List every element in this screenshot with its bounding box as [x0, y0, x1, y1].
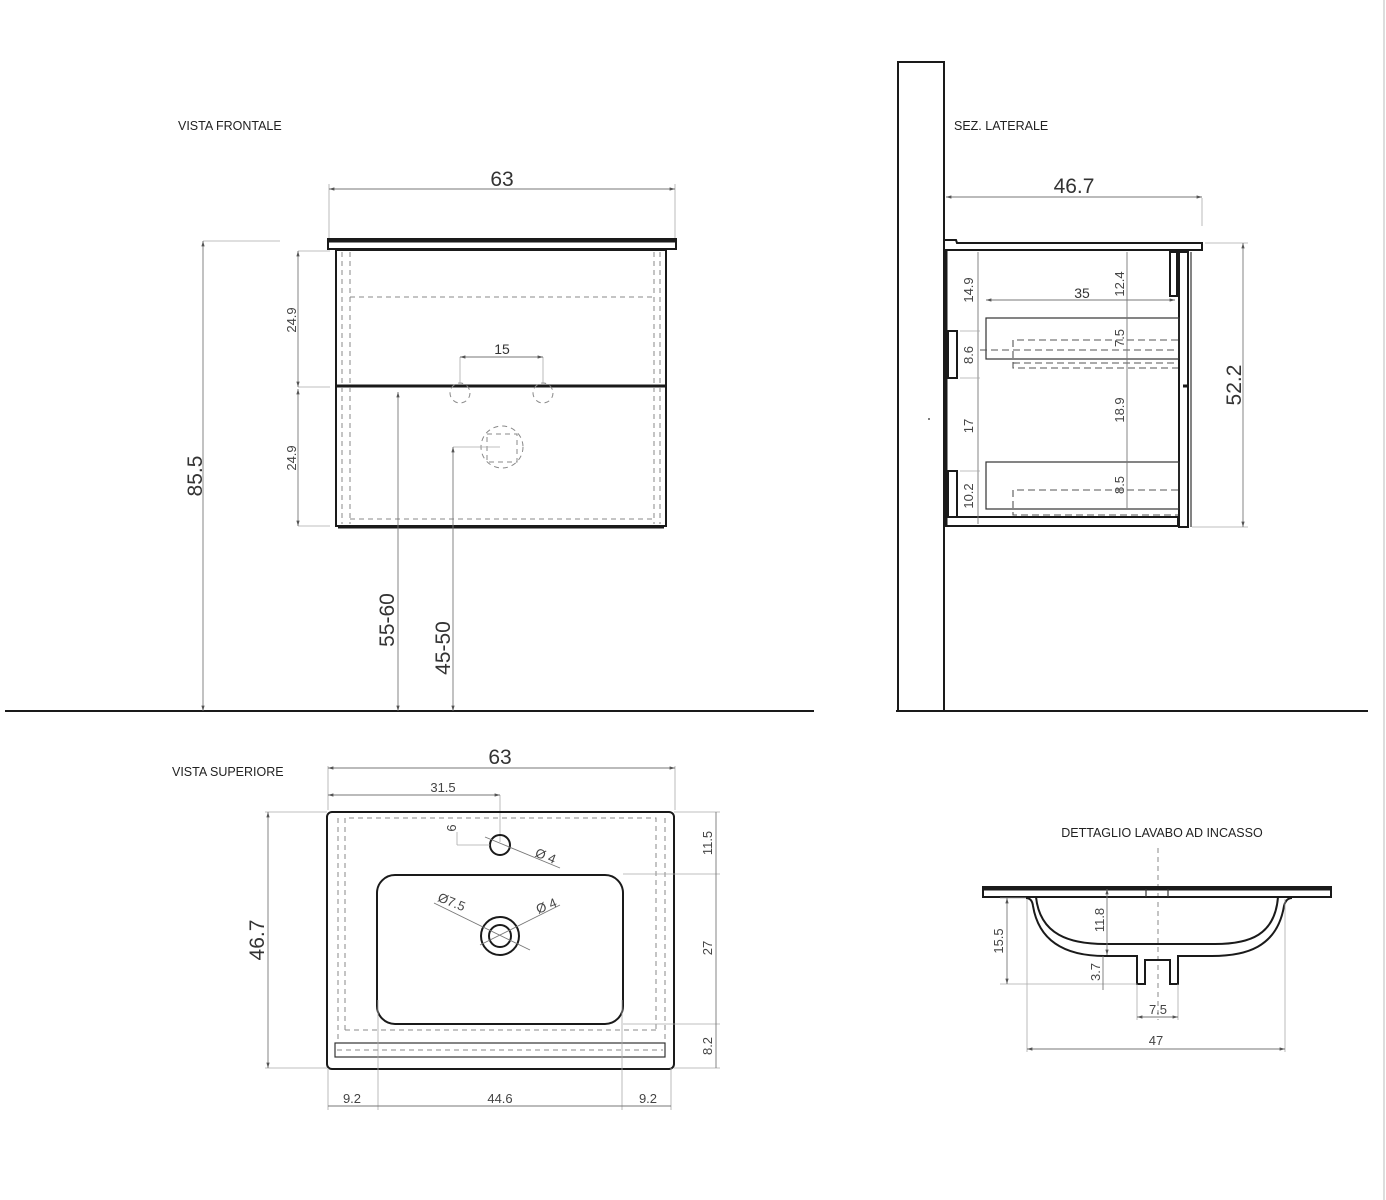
front-margin-label: 8.2 — [700, 1037, 715, 1055]
basin-detail-view: DETTAGLIO LAVABO AD INCASSO 15.5 11.8 3.… — [982, 826, 1332, 1052]
lower-inner-label: 8.5 — [1112, 476, 1127, 494]
tap-from-back-label: 6 — [444, 824, 459, 831]
detail-drain-width-label: 7.5 — [1149, 1002, 1167, 1017]
right-margin-label: 9.2 — [639, 1091, 657, 1106]
drain-inner — [488, 924, 512, 948]
detail-bowl-inner — [1035, 896, 1279, 945]
tap-spacing-label: 15 — [494, 341, 510, 357]
handle-upper — [947, 330, 958, 379]
drain-inner-diameter-label: Ø 4 — [534, 895, 559, 917]
basin-width-label: 44.6 — [487, 1091, 512, 1106]
top-gap-label: 14.9 — [961, 277, 976, 302]
front-width-label: 63 — [490, 168, 513, 191]
basin-depth-label: 27 — [700, 941, 715, 955]
handle-lower — [947, 470, 958, 518]
basin-bowl — [376, 874, 624, 1025]
middle-gap-label: 17 — [961, 419, 976, 433]
tap-offset-label: 31.5 — [430, 780, 455, 795]
detail-drain-stub-label: 3.7 — [1088, 963, 1103, 981]
left-margin-label: 9.2 — [343, 1091, 361, 1106]
drain-outer — [480, 916, 520, 956]
side-depth-label: 46.7 — [1054, 175, 1095, 198]
drain-outer-diameter-label: Ø7.5 — [436, 890, 468, 914]
top-view: VISTA SUPERIORE 63 31.5 6 Ø 4 Ø7.5 Ø — [172, 746, 720, 1110]
inner-span-label: 18.9 — [1112, 397, 1127, 422]
top-basin-outline — [326, 811, 675, 1070]
back-margin-label: 11.5 — [700, 831, 715, 855]
drain-height-label: 55-60 — [376, 593, 399, 647]
total-height-label: 85.5 — [184, 456, 207, 497]
side-height-label: 52.2 — [1223, 365, 1246, 406]
upper-drawer-label: 12.4 — [1112, 271, 1127, 296]
waste-height-label: 45-50 — [432, 621, 455, 675]
front-cabinet-body — [335, 249, 667, 527]
tap-hole-diameter-label: Ø 4 — [533, 845, 558, 867]
drawer-depth-label: 35 — [1074, 285, 1090, 301]
detail-bowl-depth-label: 11.8 — [1092, 908, 1107, 932]
upper-inner-label: 7.5 — [1112, 329, 1127, 347]
detail-bowl-width-label: 47 — [1149, 1033, 1163, 1048]
front-door-panel — [1178, 251, 1189, 528]
side-section-view: SEZ. LATERALE 46.7 52.2 35 14 — [896, 61, 1368, 712]
top-depth-label: 46.7 — [246, 920, 269, 961]
wall — [897, 61, 945, 711]
side-countertop — [944, 239, 1203, 251]
lower-drawer-box — [985, 461, 1180, 510]
drawer-top-height-label: 24.9 — [284, 307, 299, 332]
top-view-title: VISTA SUPERIORE — [172, 765, 284, 779]
upper-drawer-box — [985, 317, 1180, 360]
front-view-title: VISTA FRONTALE — [178, 119, 282, 133]
detail-bowl-outer — [1025, 897, 1293, 985]
front-view: VISTA FRONTALE 63 15 — [5, 119, 814, 712]
top-width-label: 63 — [488, 746, 511, 769]
detail-total-depth-label: 15.5 — [991, 928, 1006, 953]
side-view-title: SEZ. LATERALE — [954, 119, 1048, 133]
handle-upper-label: 8.6 — [961, 346, 976, 364]
detail-title: DETTAGLIO LAVABO AD INCASSO — [1061, 826, 1263, 840]
detail-countertop — [982, 886, 1332, 898]
drawer-bottom-height-label: 24.9 — [284, 445, 299, 470]
handle-lower-label: 10.2 — [961, 483, 976, 508]
